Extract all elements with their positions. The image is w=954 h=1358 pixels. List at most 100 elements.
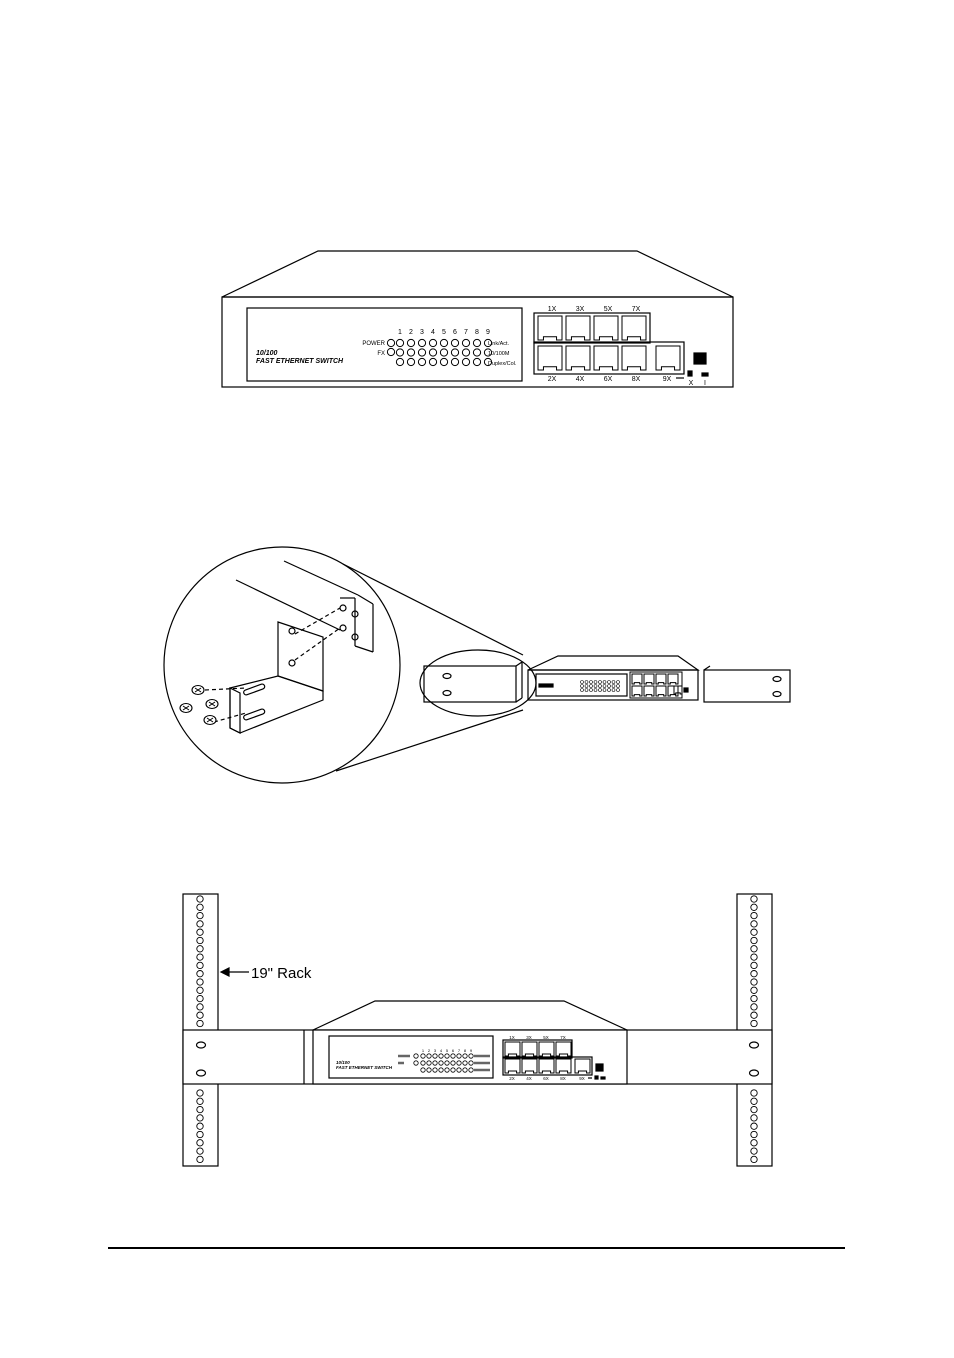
led-port-number: 8 — [475, 329, 479, 336]
led-port-indicator — [407, 339, 414, 346]
rack-port-label: 2X — [509, 1076, 515, 1081]
mini-led — [594, 685, 597, 688]
right-rack-bracket — [704, 666, 790, 702]
rail-hole — [751, 1106, 757, 1112]
mini-led — [594, 689, 597, 692]
rack-pointer-arrow — [221, 968, 229, 976]
led-port-numbers: 1 2 3 4 5 6 7 8 9 — [398, 329, 490, 336]
led-port-number: 1 — [398, 329, 402, 336]
magnifier-line-top — [343, 564, 523, 655]
rail-hole — [751, 921, 757, 927]
mini-led — [585, 685, 588, 688]
port-label: 2X — [548, 376, 557, 383]
screws — [180, 686, 218, 725]
rail-hole — [197, 1106, 203, 1112]
rack-port-label: 8X — [560, 1076, 566, 1081]
led-port-indicator — [429, 349, 436, 356]
mini-led — [581, 689, 584, 692]
magnifier-line-bottom — [336, 710, 523, 771]
rail-hole — [197, 896, 203, 902]
rail-hole — [751, 987, 757, 993]
mini-led — [581, 681, 584, 684]
rack-product-name: FAST ETHERNET SWITCH — [336, 1065, 393, 1070]
rail-hole — [197, 929, 203, 935]
mini-rj45-port — [668, 674, 678, 684]
rj45-port-fx — [656, 346, 680, 370]
rail-hole — [751, 1156, 757, 1162]
led-port-indicator — [440, 339, 447, 346]
rack-port-label: 5X — [543, 1035, 549, 1040]
rail-hole — [751, 1090, 757, 1096]
led-port-number: 3 — [420, 329, 424, 336]
rail-hole — [197, 971, 203, 977]
rj45-port — [594, 316, 618, 340]
led-port-number: 5 — [442, 329, 446, 336]
rack-switch-top — [313, 1001, 627, 1030]
model-number: 10/100 — [256, 350, 278, 357]
mini-led — [599, 685, 602, 688]
led-port-indicator — [462, 349, 469, 356]
led-port-indicator — [462, 358, 469, 365]
rail-hole — [751, 995, 757, 1001]
led-power — [387, 339, 394, 346]
left-rack-bracket — [424, 662, 522, 702]
product-name: FAST ETHERNET SWITCH — [256, 358, 344, 365]
zoom-ellipse — [420, 650, 536, 716]
led-port-indicator — [396, 349, 403, 356]
mini-led — [603, 681, 606, 684]
figure-switch-front-panel — [222, 251, 733, 387]
port-label: 9X — [663, 376, 672, 383]
rail-hole — [197, 1140, 203, 1146]
mini-rj45-port — [632, 674, 642, 684]
rail-hole — [197, 921, 203, 927]
rail-hole — [751, 929, 757, 935]
mini-rj45-port — [632, 686, 642, 696]
rail-hole — [751, 1131, 757, 1137]
led-status-speed: 10/100M — [488, 351, 510, 357]
port-label: 4X — [576, 376, 585, 383]
led-port-indicator — [418, 358, 425, 365]
rj45-port — [566, 346, 590, 370]
led-port-indicator — [473, 339, 480, 346]
rail-hole — [197, 937, 203, 943]
led-port-indicator — [462, 339, 469, 346]
mini-led — [585, 681, 588, 684]
port-label: 7X — [632, 306, 641, 313]
rail-hole — [751, 954, 757, 960]
mini-led — [603, 685, 606, 688]
port-label: 6X — [604, 376, 613, 383]
rj45-port — [538, 346, 562, 370]
power-switch-mark-on — [702, 373, 708, 376]
mini-led — [590, 689, 593, 692]
led-port-number: 7 — [464, 329, 468, 336]
mini-led — [608, 689, 611, 692]
zoomed-switch-corner — [236, 561, 373, 652]
top-port-labels: 1X 3X 5X 7X — [548, 306, 641, 313]
mini-rj45-port — [668, 686, 678, 696]
rail-hole — [751, 1148, 757, 1154]
port-label: 3X — [576, 306, 585, 313]
rail-hole — [197, 946, 203, 952]
rail-hole — [751, 1020, 757, 1026]
led-fx — [387, 348, 394, 355]
led-status-link-act: Link/Act. — [488, 341, 510, 347]
rail-hole — [197, 1115, 203, 1121]
figure-bracket-attachment — [164, 547, 790, 783]
mini-led — [608, 685, 611, 688]
rail-hole — [751, 962, 757, 968]
led-port-indicator — [407, 358, 414, 365]
led-port-indicator — [440, 358, 447, 365]
rack-port-label: 6X — [543, 1076, 549, 1081]
led-port-indicator — [396, 358, 403, 365]
zoomed-l-bracket — [205, 608, 340, 733]
mini-led — [599, 689, 602, 692]
figure-rack-mount — [183, 894, 772, 1166]
mini-led — [617, 685, 620, 688]
rail-hole — [197, 962, 203, 968]
rail-hole — [751, 904, 757, 910]
led-port-indicator — [473, 349, 480, 356]
mini-led — [617, 681, 620, 684]
led-label-fx: FX — [377, 351, 385, 357]
rail-hole — [197, 912, 203, 918]
